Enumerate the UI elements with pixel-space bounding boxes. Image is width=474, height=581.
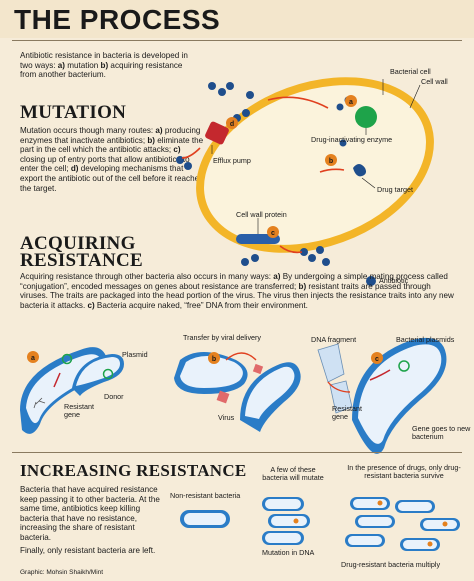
label-cell-wall-protein: Cell wall protein: [236, 210, 287, 219]
intro-text-1: Antibiotic resistance in bacteria is dev…: [20, 51, 188, 70]
label-resistant-gene: Resistant gene: [64, 402, 94, 419]
acquiring-c-label: c): [87, 300, 95, 310]
label-gene-goes-to-new-bacterium: Gene goes to new bacterium: [412, 424, 471, 441]
cell-wall-protein-shape: [236, 234, 280, 244]
mutation-text: Mutation occurs though many routes: a) p…: [20, 126, 204, 193]
viral-delivery-illustration: [174, 352, 301, 432]
intro-text-2: mutation: [65, 60, 101, 70]
mutation-heading: MUTATION: [20, 102, 127, 123]
title-bar: [0, 0, 474, 38]
cell-markers: [226, 95, 357, 238]
drug-inactivating-enzyme-shape: [355, 106, 377, 128]
mutation-c-text: closing up of entry ports that allow ant…: [20, 154, 190, 174]
acquiring-b-text: resistant traits are passed through viru…: [20, 281, 454, 310]
label-mutation-in-dna: Mutation in DNA: [262, 548, 315, 557]
mutation-b-label: b): [147, 135, 155, 145]
label-non-resistant: Non-resistant bacteria: [170, 491, 241, 500]
leader-lines: [211, 79, 421, 234]
label-drug-inactivating-enzyme: Drug-inactivating enzyme: [311, 135, 393, 144]
non-resistant-bacterium: [180, 510, 230, 528]
acquiring-c-text: Bacteria acquire naked, “free” DNA from …: [94, 300, 308, 310]
intro-text-3: acquiring resistance from another bacter…: [20, 60, 183, 80]
marker-b: b: [329, 158, 333, 165]
page-title: THE PROCESS: [14, 4, 221, 35]
acq-marker-c: c: [375, 356, 379, 363]
acquiring-text: Acquiring resistance through other bacte…: [20, 272, 460, 310]
intro-b: b): [100, 60, 109, 70]
label-plasmid: Plasmid: [122, 350, 148, 359]
mutating-bacteria: [262, 497, 310, 545]
increasing-text: Bacteria that have acquired resistance k…: [20, 485, 160, 542]
drug-target-shape: [353, 164, 366, 177]
mutation-a-label: a): [155, 126, 163, 135]
label-drug-target: Drug target: [377, 185, 413, 194]
free-dna-illustration: [317, 337, 447, 454]
label-efflux-pump: Efflux pump: [213, 156, 251, 165]
mutation-c-label: c): [173, 145, 181, 155]
increasing-text-2: Finally, only resistant bacteria are lef…: [20, 546, 156, 555]
acquiring-intro: Acquiring resistance through other bacte…: [20, 272, 274, 281]
label-cell-wall: Cell wall: [421, 77, 448, 86]
efflux-pump-shape: [205, 121, 229, 145]
mutation-d-label: d): [70, 164, 79, 174]
acquiring-b-label: b): [298, 281, 307, 291]
label-a-few-mutate: A few of these bacteria will mutate: [262, 465, 324, 482]
conjugation-illustration: [20, 347, 124, 434]
acquiring-a-text: By undergoing a simple mating process ca…: [20, 272, 448, 291]
mutation-intro: Mutation occurs though many routes:: [20, 126, 154, 135]
mutation-a-text: producing enzymes that inactivate antibi…: [20, 126, 201, 145]
label-transfer-by-viral-delivery: Transfer by viral delivery: [183, 333, 262, 342]
mutation-b-text: eliminate the part in the cell which the…: [20, 135, 204, 155]
marker-a: a: [349, 99, 353, 106]
acq-marker-a: a: [31, 355, 35, 362]
label-bacterial-plasmids: Bacterial plasmids: [396, 335, 455, 344]
acq-marker-b: b: [212, 356, 216, 363]
intro-text: Antibiotic resistance in bacteria is dev…: [20, 51, 198, 80]
label-in-presence-of-drugs: In the presence of drugs, only drug-resi…: [347, 463, 461, 480]
label-antibiotic: Antibiotic: [379, 276, 409, 285]
acquiring-a-label: a): [273, 272, 281, 281]
label-bacterial-cell: Bacterial cell: [390, 67, 431, 76]
label-drug-resistant-multiply: Drug-resistant bacteria multiply: [341, 560, 441, 569]
mutation-d-text: developing mechanisms that export the an…: [20, 164, 204, 193]
acquiring-heading-1: ACQUIRING: [20, 233, 136, 254]
marker-d: d: [230, 121, 234, 128]
surviving-bacteria: [345, 497, 460, 551]
increasing-heading: INCREASING RESISTANCE: [20, 461, 247, 480]
label-virus: Virus: [218, 413, 235, 422]
divider: [12, 40, 462, 41]
credit: Graphic: Mohsin Shaikh/Mint: [20, 569, 104, 576]
marker-c: c: [271, 230, 275, 237]
intro-a: a): [57, 60, 65, 70]
label-resistant-gene-2: Resistant gene: [332, 404, 362, 421]
divider-2: [12, 452, 462, 453]
label-dna-fragment: DNA fragment: [311, 335, 357, 344]
label-donor: Donor: [104, 392, 124, 401]
acquiring-heading-2: RESISTANCE: [20, 250, 144, 271]
arrows: [181, 96, 345, 254]
